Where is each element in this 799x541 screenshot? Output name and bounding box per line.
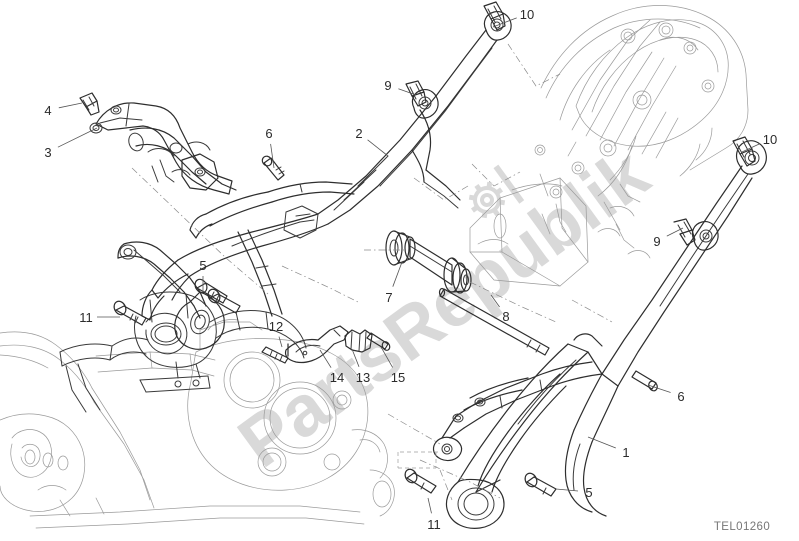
main-frame-assembly-ghost: [0, 291, 395, 529]
callout-leader: [427, 497, 432, 514]
part-3-bracket: [89, 102, 237, 195]
callout-1: 1: [587, 436, 630, 460]
airbox-ghost: [469, 177, 589, 287]
callout-leader: [367, 139, 389, 157]
callout-9: 9: [384, 78, 417, 96]
callout-number: 10: [763, 132, 777, 147]
part-6-bolt-right: [631, 370, 658, 392]
callout-leader: [270, 143, 275, 169]
callout-6: 6: [265, 126, 275, 169]
part-4-bolt: [79, 92, 100, 116]
callout-leader: [380, 346, 393, 368]
callout-leader: [319, 349, 332, 368]
callout-number: 5: [199, 258, 206, 273]
callout-number: 11: [427, 517, 441, 532]
callout-number: 12: [269, 319, 283, 334]
callout-number: 7: [385, 290, 392, 305]
callout-number: 14: [330, 370, 344, 385]
part-9-bolt-right: [673, 218, 696, 246]
callout-5: 5: [199, 258, 207, 292]
part-10-bolt-top: [483, 1, 506, 31]
callout-15: 15: [380, 346, 405, 385]
callout-number: 9: [384, 78, 391, 93]
callout-leader: [666, 227, 684, 237]
callout-leader: [490, 294, 500, 308]
part-5-bolt-bottom: [524, 472, 557, 497]
part-11-bolt-left: [113, 300, 147, 326]
callout-number: 4: [44, 103, 51, 118]
part-11-bolt-mid: [207, 288, 241, 314]
gear-icon: [468, 164, 525, 219]
callout-leader: [741, 143, 761, 153]
callout-leader: [57, 127, 98, 148]
callout-11: 11: [79, 310, 120, 325]
callout-10: 10: [741, 132, 777, 153]
part-7-bushing-assembly: [385, 230, 472, 294]
callout-5: 5: [555, 485, 593, 500]
part-10-bolt-right: [732, 136, 756, 167]
callout-13: 13: [351, 348, 370, 385]
callout-leader: [351, 348, 360, 367]
part-8-pin: [438, 287, 550, 356]
part-11-bolt-bottom: [404, 468, 437, 494]
callout-8: 8: [490, 294, 510, 324]
callout-12: 12: [269, 319, 283, 348]
tail-unit-ghost: [534, 5, 749, 259]
callout-10: 10: [492, 7, 534, 28]
part-6-bolt-upper: [261, 155, 285, 181]
callout-14: 14: [319, 349, 344, 385]
callout-number: 3: [44, 145, 51, 160]
callout-2: 2: [355, 126, 389, 157]
part-15-screw: [366, 332, 391, 351]
callout-number: 9: [653, 234, 660, 249]
callout-3: 3: [44, 127, 98, 160]
callout-number: 6: [265, 126, 272, 141]
part-9-bolt-top: [405, 80, 427, 107]
part-1-rear-frame-right: [432, 140, 767, 529]
callout-4: 4: [44, 102, 83, 118]
callout-number: 6: [677, 389, 684, 404]
projection-lines: [131, 43, 613, 501]
callout-11: 11: [427, 497, 441, 532]
callout-leader: [58, 102, 83, 109]
callout-leader: [398, 88, 417, 96]
callout-number: 15: [391, 370, 405, 385]
callout-number: 13: [356, 370, 370, 385]
callout-6: 6: [647, 384, 685, 404]
callout-leader: [555, 488, 579, 492]
callout-number: 10: [520, 7, 534, 22]
callout-leader: [278, 336, 283, 348]
callout-number: 2: [355, 126, 362, 141]
callout-number: 5: [585, 485, 592, 500]
callout-7: 7: [385, 261, 403, 305]
callout-number: 8: [502, 309, 509, 324]
callout-number: 1: [622, 445, 629, 460]
callout-leader: [647, 384, 671, 393]
callout-9: 9: [653, 227, 684, 249]
part-2-rear-subframe: [117, 11, 512, 350]
callout-number: 11: [79, 310, 93, 325]
callout-leader: [392, 261, 403, 287]
part-12-screw: [261, 346, 289, 364]
reference-code: TEL01260: [714, 521, 770, 533]
callout-leader: [492, 17, 517, 28]
callout-leader: [587, 436, 616, 449]
part-13-clip: [344, 329, 373, 353]
